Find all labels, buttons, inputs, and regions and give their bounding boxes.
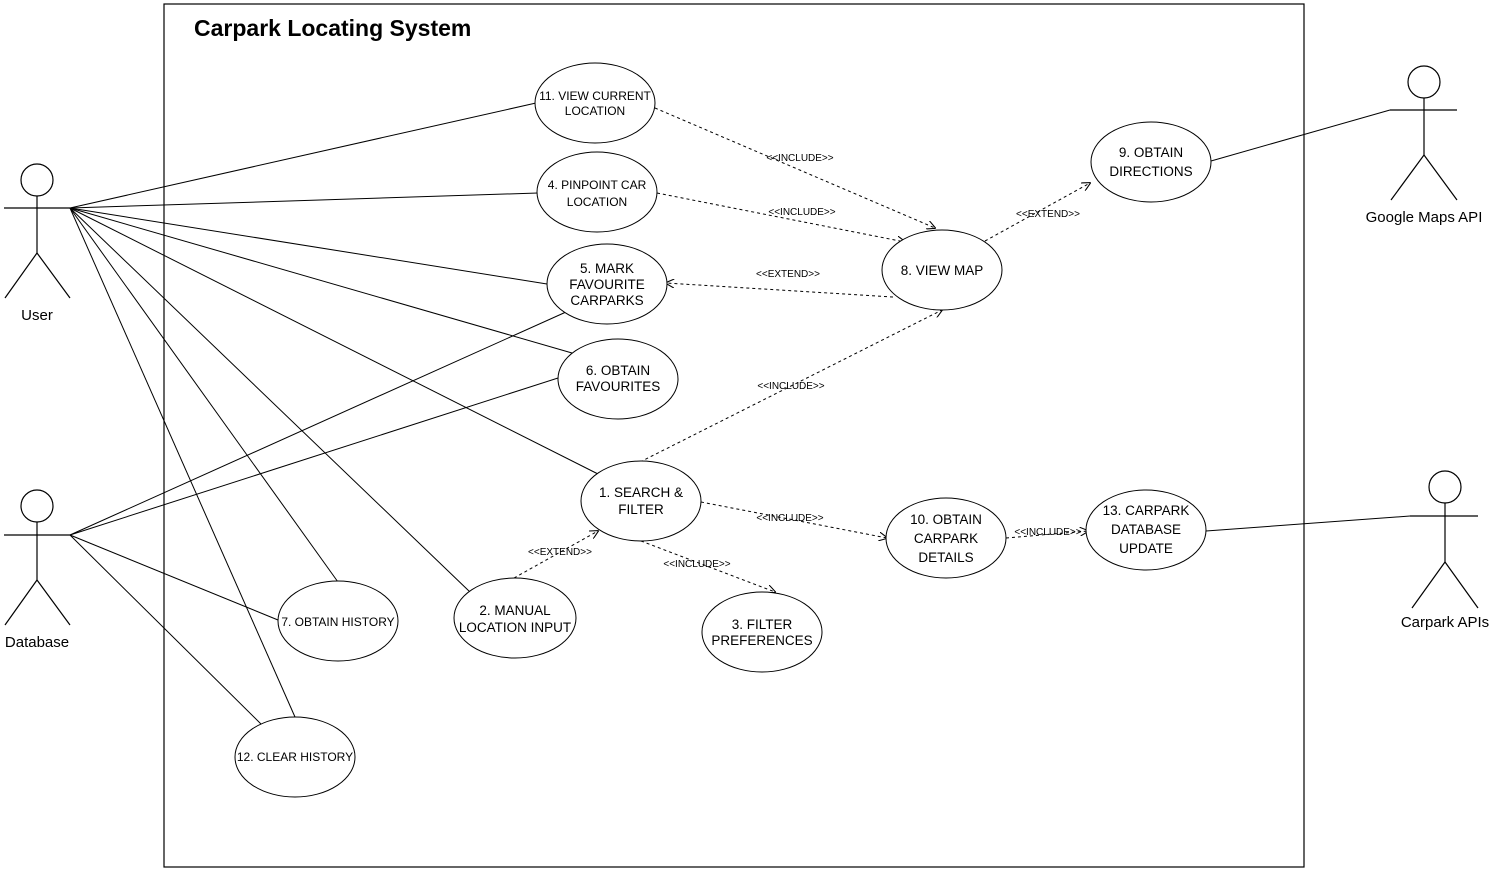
use-case-2[interactable]: 2. MANUAL LOCATION INPUT bbox=[453, 577, 577, 659]
use-case-9-line1: 9. OBTAIN bbox=[1119, 145, 1183, 160]
assoc-user-uc12 bbox=[69, 207, 296, 718]
dep-uc2-uc1 bbox=[513, 531, 598, 579]
dep-uc1-uc10 bbox=[700, 501, 887, 538]
actor-database-label: Database bbox=[5, 634, 69, 651]
actor-database-head-icon bbox=[20, 489, 54, 523]
use-case-5-line3: CARPARKS bbox=[570, 293, 643, 308]
use-case-5-line2: FAVOURITE bbox=[569, 277, 645, 292]
actor-carpark-apis-label: Carpark APIs bbox=[1401, 614, 1489, 631]
actor-google-maps-label: Google Maps API bbox=[1366, 209, 1483, 226]
use-case-6-line2: FAVOURITES bbox=[576, 379, 661, 394]
use-case-13-line3: UPDATE bbox=[1119, 541, 1173, 556]
actor-user[interactable]: User bbox=[4, 163, 71, 324]
label-include-10-13: <<INCLUDE>> bbox=[1014, 527, 1081, 538]
use-case-12[interactable]: 12. CLEAR HISTORY bbox=[234, 716, 356, 798]
use-case-1[interactable]: 1. SEARCH & FILTER bbox=[580, 460, 702, 542]
use-case-4-line1: 4. PINPOINT CAR bbox=[548, 178, 647, 192]
use-case-4[interactable]: 4. PINPOINT CAR LOCATION bbox=[536, 151, 658, 233]
label-include-4-8: <<INCLUDE>> bbox=[768, 207, 835, 218]
use-case-7-line1: 7. OBTAIN HISTORY bbox=[281, 615, 394, 629]
assoc-user-uc1 bbox=[69, 207, 599, 475]
assoc-db-uc12 bbox=[69, 534, 263, 726]
actor-database[interactable]: Database bbox=[4, 489, 71, 651]
label-include-11-8: <<INCLUDE>> bbox=[766, 153, 833, 164]
use-case-9[interactable]: 9. OBTAIN DIRECTIONS bbox=[1090, 121, 1212, 203]
actor-google-maps-head-icon bbox=[1407, 65, 1441, 99]
use-case-1-line1: 1. SEARCH & bbox=[599, 485, 683, 500]
use-case-11[interactable]: 11. VIEW CURRENT LOCATION bbox=[534, 62, 656, 144]
use-case-5-line1: 5. MARK bbox=[580, 261, 634, 276]
use-case-1-line2: FILTER bbox=[618, 502, 664, 517]
dep-uc8-uc9 bbox=[984, 183, 1090, 242]
relation-labels: <<INCLUDE>> <<INCLUDE>> <<EXTEND>> <<EXT… bbox=[528, 153, 1082, 570]
use-case-3-line2: PREFERENCES bbox=[711, 633, 812, 648]
use-case-10-line1: 10. OBTAIN bbox=[910, 512, 982, 527]
use-case-2-line2: LOCATION INPUT bbox=[459, 620, 571, 635]
assoc-user-uc11 bbox=[69, 102, 537, 209]
assoc-user-uc7 bbox=[69, 207, 339, 583]
use-case-3[interactable]: 3. FILTER PREFERENCES bbox=[701, 591, 823, 673]
actor-carpark-apis-head-icon bbox=[1428, 470, 1462, 504]
use-case-4-line2: LOCATION bbox=[567, 195, 627, 209]
actor-carpark-apis[interactable]: Carpark APIs bbox=[1401, 470, 1489, 631]
use-case-8-line1: 8. VIEW MAP bbox=[901, 263, 984, 278]
use-case-2-line1: 2. MANUAL bbox=[479, 603, 551, 618]
dep-uc4-uc8 bbox=[656, 192, 905, 242]
dependencies bbox=[513, 107, 1090, 592]
dep-uc8-uc5 bbox=[666, 283, 894, 298]
label-include-1-3: <<INCLUDE>> bbox=[663, 559, 730, 570]
label-extend-8-5: <<EXTEND>> bbox=[756, 269, 820, 280]
use-case-12-line1: 12. CLEAR HISTORY bbox=[237, 750, 353, 764]
use-case-6-line1: 6. OBTAIN bbox=[586, 363, 650, 378]
use-case-13-line1: 13. CARPARK bbox=[1103, 503, 1190, 518]
assoc-db-uc7 bbox=[69, 534, 279, 621]
use-case-6[interactable]: 6. OBTAIN FAVOURITES bbox=[557, 338, 679, 420]
label-include-1-10: <<INCLUDE>> bbox=[756, 513, 823, 524]
assoc-user-uc5 bbox=[69, 207, 548, 285]
assoc-carpark-uc13 bbox=[1205, 515, 1411, 532]
actor-google-maps-api[interactable]: Google Maps API bbox=[1366, 65, 1483, 226]
use-case-8[interactable]: 8. VIEW MAP bbox=[881, 229, 1003, 311]
assoc-google-uc9 bbox=[1210, 109, 1391, 162]
associations bbox=[69, 102, 1411, 726]
dep-uc1-uc8 bbox=[639, 310, 942, 463]
use-case-3-line1: 3. FILTER bbox=[732, 617, 793, 632]
use-case-7[interactable]: 7. OBTAIN HISTORY bbox=[277, 580, 399, 662]
use-case-13-line2: DATABASE bbox=[1111, 522, 1181, 537]
use-case-13[interactable]: 13. CARPARK DATABASE UPDATE bbox=[1085, 489, 1207, 571]
use-case-9-line2: DIRECTIONS bbox=[1109, 164, 1192, 179]
use-case-10-line2: CARPARK bbox=[914, 531, 978, 546]
dep-uc10-uc13 bbox=[1005, 531, 1088, 539]
assoc-db-uc6 bbox=[69, 377, 559, 536]
label-include-1-8: <<INCLUDE>> bbox=[757, 381, 824, 392]
use-case-10[interactable]: 10. OBTAIN CARPARK DETAILS bbox=[885, 497, 1007, 579]
system-boundary bbox=[163, 3, 1305, 868]
use-case-10-line3: DETAILS bbox=[918, 550, 973, 565]
assoc-user-uc2 bbox=[69, 207, 471, 593]
assoc-user-uc4 bbox=[69, 192, 539, 209]
assoc-db-uc5 bbox=[69, 311, 567, 536]
use-case-11-line2: LOCATION bbox=[565, 104, 625, 118]
actor-user-label: User bbox=[21, 307, 53, 324]
label-extend-8-9: <<EXTEND>> bbox=[1016, 209, 1080, 220]
assoc-user-uc6 bbox=[69, 207, 573, 354]
system-title: Carpark Locating System bbox=[194, 15, 471, 41]
use-case-11-line1: 11. VIEW CURRENT bbox=[539, 89, 651, 103]
label-extend-2-1: <<EXTEND>> bbox=[528, 547, 592, 558]
actor-user-head-icon bbox=[20, 163, 54, 197]
use-case-5[interactable]: 5. MARK FAVOURITE CARPARKS bbox=[546, 243, 668, 325]
dep-uc11-uc8 bbox=[654, 107, 935, 228]
